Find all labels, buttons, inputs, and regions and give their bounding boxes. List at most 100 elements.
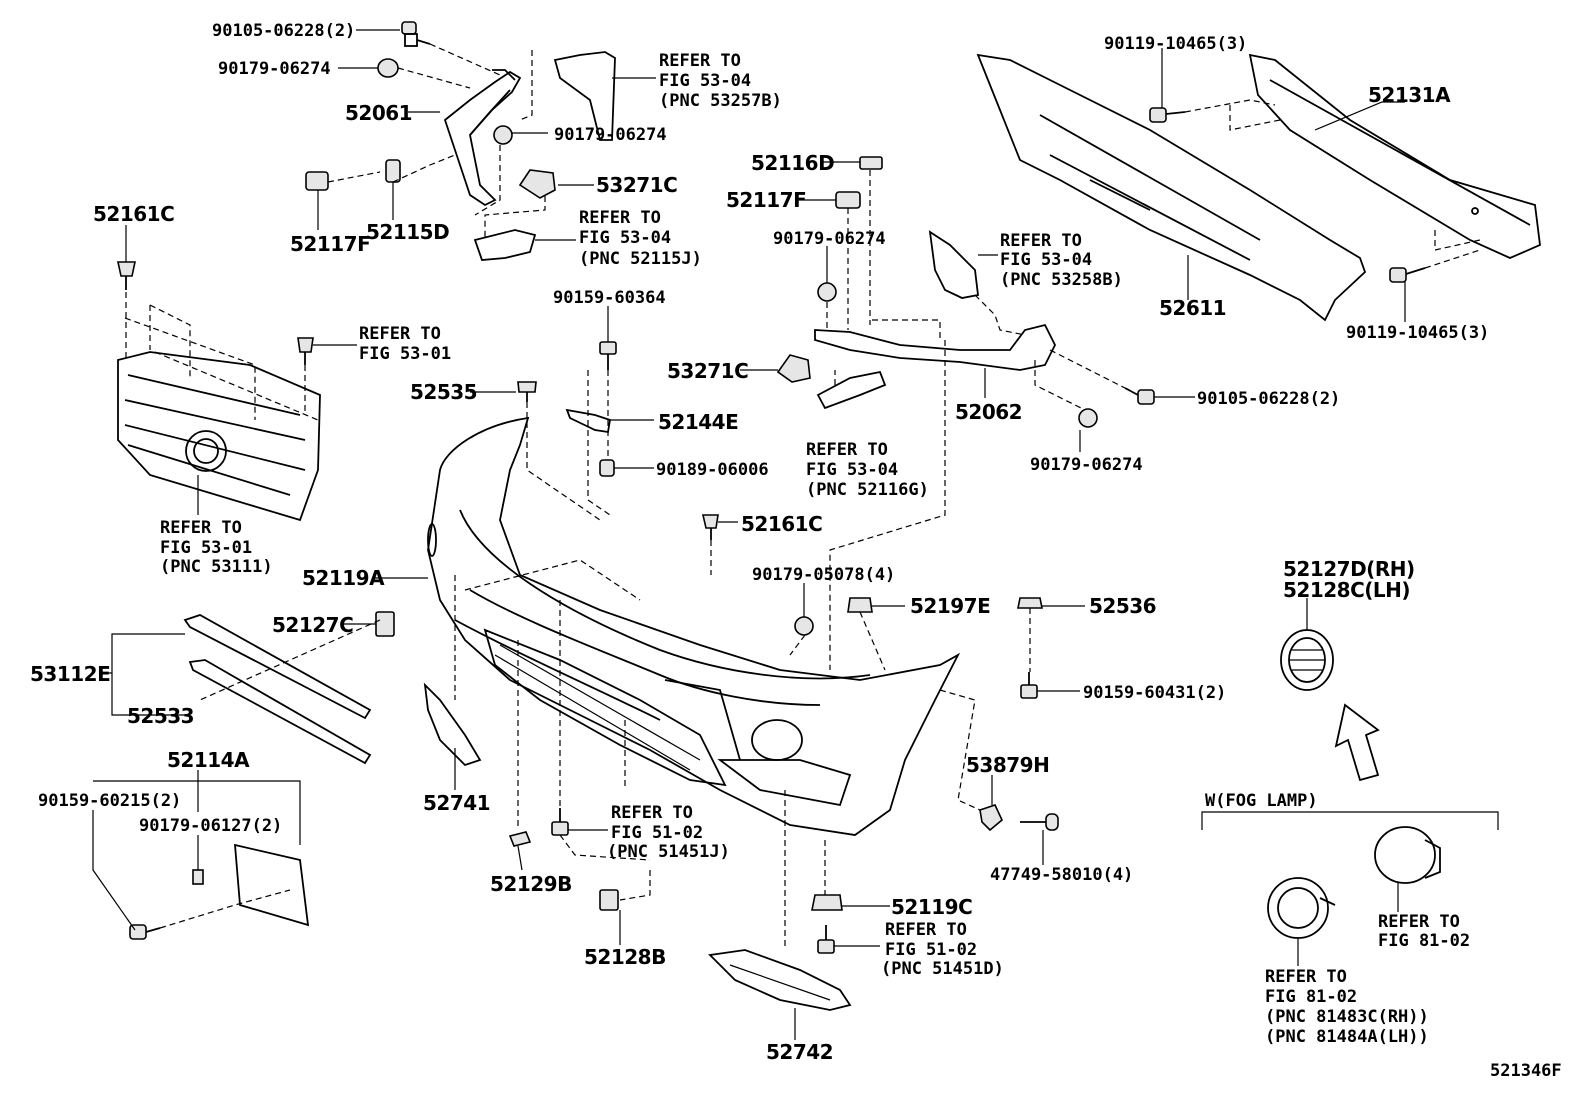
- label-90105-06228-right: 90105-06228(2): [1197, 389, 1340, 409]
- bracket-ref-52115j: [473, 229, 537, 261]
- label-refer-53258b-2: FIG 53-04: [1000, 250, 1092, 270]
- label-refer-52115j-3: (PNC 52115J): [579, 249, 702, 269]
- label-refer-8102-a1: REFER TO: [1378, 912, 1460, 932]
- label-refer-53258b-1: REFER TO: [1000, 231, 1082, 251]
- label-90105-06228-top: 90105-06228(2): [212, 21, 355, 41]
- label-90119-10465-bottom: 90119-10465(3): [1346, 323, 1489, 343]
- label-refer-51451j-1: REFER TO: [611, 803, 693, 823]
- fog-lamp-ring-81483c: [1267, 877, 1336, 939]
- label-52533: 52533: [127, 704, 194, 728]
- bracket-ref-52116g: [816, 370, 887, 410]
- nut-90179-05078: [794, 616, 814, 636]
- nut-90179-06274-d: [1078, 408, 1098, 428]
- clip-52116d: [859, 156, 883, 170]
- label-53112e: 53112E: [30, 662, 110, 686]
- label-refer-53111-1: REFER TO: [160, 518, 242, 538]
- bracket-ref-53258b: [928, 230, 979, 299]
- label-refer-53257b-2: FIG 53-04: [659, 71, 751, 91]
- bracket-53879h: [979, 804, 1003, 832]
- label-52197e: 52197E: [910, 594, 990, 618]
- pad-53271c-top: [518, 169, 556, 199]
- label-refer-53111-3: (PNC 53111): [160, 557, 273, 577]
- clip-52535: [517, 381, 537, 402]
- leader-lines: [92, 29, 1406, 1040]
- fog-lamp-cover-52127d: [1280, 629, 1334, 691]
- fog-lamp-ref-8102: [1374, 826, 1441, 884]
- label-90189-06006: 90189-06006: [656, 460, 769, 480]
- label-90159-60431: 90159-60431(2): [1083, 683, 1226, 703]
- label-refer-81483c-2: FIG 81-02: [1265, 987, 1357, 1007]
- cover-52742: [708, 949, 852, 1011]
- label-90179-05078: 90179-05078(4): [752, 565, 895, 585]
- clip-52117f-left: [305, 171, 329, 191]
- label-refer-51451j-3: (PNC 51451J): [607, 842, 730, 862]
- label-refer-52115j-2: FIG 53-04: [579, 228, 671, 248]
- bolt-90159-60431: [1020, 672, 1038, 699]
- bracket-52061: [443, 69, 522, 207]
- clip-52119c: [811, 894, 843, 911]
- label-52536: 52536: [1089, 594, 1156, 618]
- label-refer-5301-a1: REFER TO: [359, 324, 441, 344]
- label-fog-lamp-section: W(FOG LAMP): [1205, 791, 1318, 811]
- nut-90179-06274-b: [493, 125, 513, 145]
- label-refer-81483c-4: (PNC 81484A(LH)): [1265, 1027, 1429, 1047]
- retainer-52128b: [599, 889, 619, 911]
- label-refer-51451d-3: (PNC 51451D): [881, 959, 1004, 979]
- label-52535: 52535: [410, 380, 477, 404]
- label-refer-53257b-3: (PNC 53257B): [659, 91, 782, 111]
- nut-90189-06006: [599, 459, 615, 477]
- bolt-90105-06228-right: [1124, 387, 1155, 405]
- label-90179-06274-c: 90179-06274: [773, 229, 886, 249]
- label-refer-8102-a2: FIG 81-02: [1378, 931, 1470, 951]
- label-group: 90105-06228(2) 90179-06274 52061 90179-0…: [30, 21, 1562, 1081]
- bolt-90159-60215: [129, 924, 161, 940]
- clip-52115d: [385, 159, 401, 183]
- label-90179-06274-d: 90179-06274: [1030, 455, 1143, 475]
- diagram-id: 521346F: [1490, 1061, 1562, 1081]
- label-refer-51451j-2: FIG 51-02: [611, 823, 703, 843]
- label-90159-60364: 90159-60364: [553, 288, 666, 308]
- clip-52117f-right: [835, 191, 861, 209]
- grille-assembly: [117, 351, 321, 522]
- fog-lamp-bracket-line: [1201, 811, 1499, 830]
- label-refer-81483c-3: (PNC 81483C(RH)): [1265, 1007, 1429, 1027]
- nut-90179-06274-a: [377, 58, 399, 78]
- label-90119-10465-top: 90119-10465(3): [1104, 34, 1247, 54]
- label-52115d: 52115D: [366, 220, 449, 244]
- label-52161c-left: 52161C: [93, 202, 174, 226]
- absorber-52611: [976, 53, 1367, 322]
- label-refer-52115j-1: REFER TO: [579, 208, 661, 228]
- label-52129b: 52129B: [490, 872, 572, 896]
- label-52116d: 52116D: [751, 151, 834, 175]
- label-refer-81483c-1: REFER TO: [1265, 967, 1347, 987]
- clip-52197e: [847, 597, 873, 613]
- label-52114a: 52114A: [167, 748, 250, 772]
- label-52128b: 52128B: [584, 945, 666, 969]
- label-52117f-right: 52117F: [726, 188, 806, 212]
- label-53271c-top: 53271C: [596, 173, 677, 197]
- label-refer-52116g-3: (PNC 52116G): [806, 480, 929, 500]
- label-52127d: 52127D(RH): [1283, 557, 1415, 581]
- label-52741: 52741: [423, 791, 490, 815]
- bolt-90105-06228-top: [401, 21, 431, 47]
- label-52611: 52611: [1159, 296, 1226, 320]
- label-refer-53257b-1: REFER TO: [659, 51, 741, 71]
- clip-52536: [1017, 597, 1043, 609]
- label-47749-58010: 47749-58010(4): [990, 865, 1133, 885]
- bolt-90119-10465-top: [1149, 107, 1186, 123]
- label-refer-53111-2: FIG 53-01: [160, 538, 252, 558]
- clip-52129b: [508, 831, 532, 847]
- bolt-90119-10465-bottom: [1389, 267, 1426, 283]
- trim-52533: [188, 659, 372, 765]
- bracket-52062: [814, 323, 1057, 371]
- bolt-90159-60364: [599, 341, 617, 370]
- label-52144e: 52144E: [658, 410, 738, 434]
- label-52119c: 52119C: [891, 895, 972, 919]
- bolt-ref-51451d: [817, 925, 835, 954]
- label-refer-53258b-3: (PNC 53258B): [1000, 270, 1123, 290]
- label-52117f-left: 52117F: [290, 232, 370, 256]
- label-90159-60215: 90159-60215(2): [38, 791, 181, 811]
- nut-90179-06274-c: [817, 282, 837, 302]
